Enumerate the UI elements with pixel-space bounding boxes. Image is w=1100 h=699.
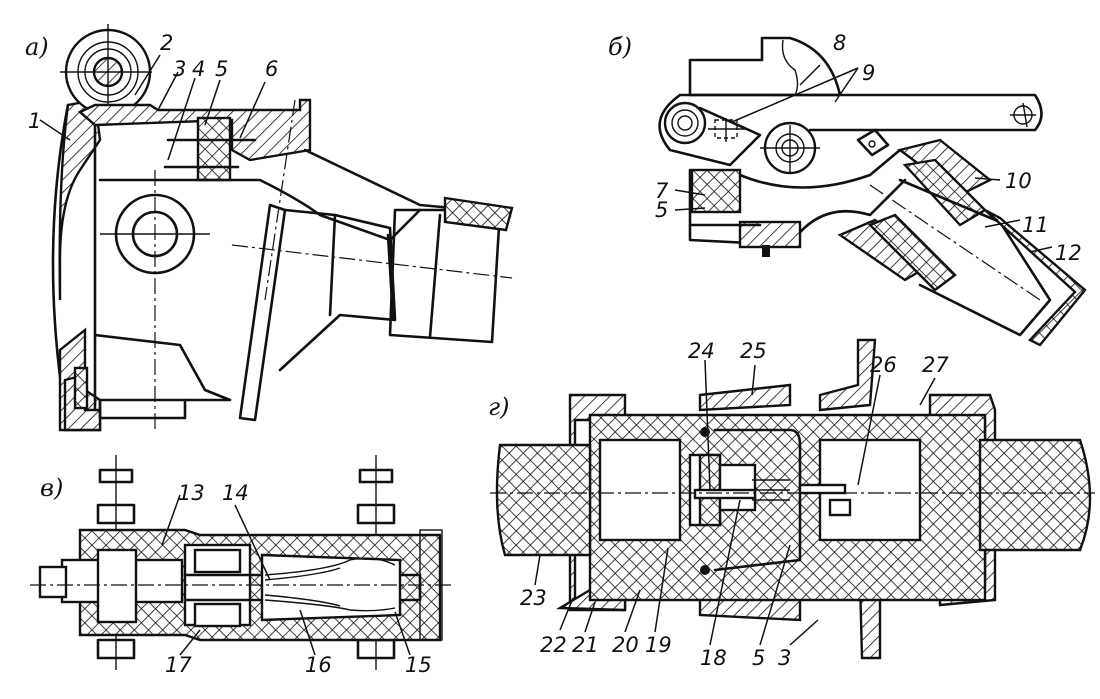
callout-9: 9 — [862, 61, 875, 85]
callout-24: 24 — [688, 339, 715, 363]
panel-a: а) — [25, 24, 514, 432]
callout-13: 13 — [178, 481, 205, 505]
callout-6: 6 — [265, 57, 278, 81]
callout-20: 20 — [612, 633, 639, 657]
callout-2: 2 — [160, 31, 173, 55]
callout-10: 10 — [1005, 169, 1032, 193]
panel-b: б) — [608, 31, 1087, 347]
callout-3b: 3 — [778, 646, 791, 670]
callout-3: 3 — [173, 57, 186, 81]
callout-15: 15 — [405, 653, 432, 677]
panel-g: г) 24 25 26 27 — [488, 338, 1095, 670]
callout-26: 26 — [870, 353, 897, 377]
callout-1: 1 — [28, 109, 41, 133]
callout-18: 18 — [700, 646, 727, 670]
callout-22: 22 — [540, 633, 567, 657]
callout-8: 8 — [833, 31, 846, 55]
panel-b-label: б) — [608, 33, 632, 61]
callout-12: 12 — [1055, 241, 1082, 265]
panel-g-label: г) — [488, 393, 510, 421]
callout-19: 19 — [645, 633, 672, 657]
panel-v-label: в) — [40, 474, 63, 502]
panel-a-label: а) — [25, 33, 49, 61]
callout-16: 16 — [305, 653, 332, 677]
callout-14: 14 — [222, 481, 249, 505]
callout-7: 7 — [655, 179, 669, 203]
callout-27: 27 — [922, 353, 949, 377]
callout-25: 25 — [740, 339, 767, 363]
callout-17: 17 — [165, 653, 192, 677]
callout-21: 21 — [572, 633, 599, 657]
panel-v: в) 13 14 17 16 15 — [30, 455, 455, 677]
callout-5c: 5 — [752, 646, 765, 670]
callout-4: 4 — [192, 57, 205, 81]
callout-23: 23 — [520, 586, 547, 610]
callout-5: 5 — [215, 57, 228, 81]
callout-11: 11 — [1022, 213, 1049, 237]
callout-5b: 5 — [655, 198, 668, 222]
